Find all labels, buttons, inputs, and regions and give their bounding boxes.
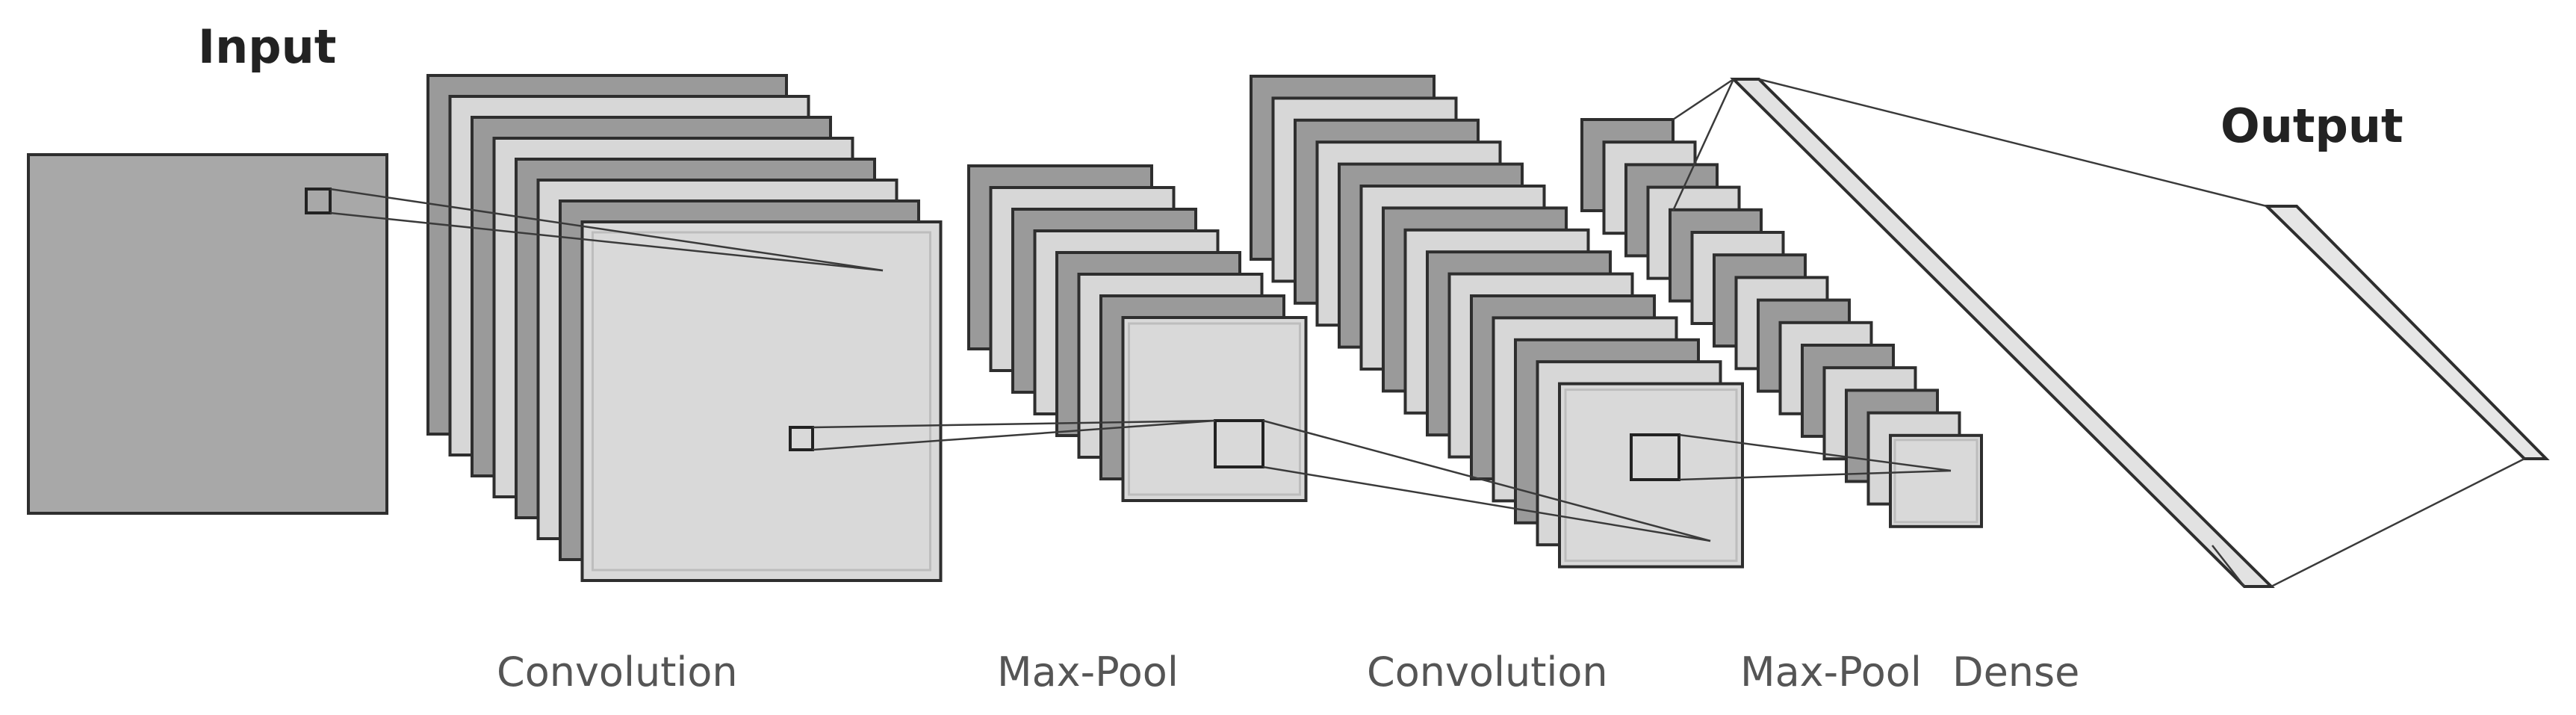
conv1-label: Convolution [497, 649, 738, 696]
pool2-label: Max-Pool [1740, 649, 1922, 696]
pool1-feature-map [1121, 316, 1308, 502]
conv2-feature-maps [1250, 75, 1744, 569]
output-slab [2263, 205, 2550, 460]
connection-line [812, 419, 1216, 429]
input-image [27, 153, 388, 515]
pool2-feature-map [1889, 433, 1983, 528]
connection-line [1758, 78, 2268, 208]
connection-lines [329, 78, 2525, 588]
conv2-inner-border [1564, 389, 1738, 563]
connection-line [1672, 78, 1735, 211]
output-layer [2263, 205, 2550, 460]
conv1-feature-maps [426, 74, 943, 582]
pool1-label: Max-Pool [997, 649, 1179, 696]
output-title: Output [2220, 99, 2403, 153]
pool1-receptive-field [1214, 419, 1264, 468]
pool1-feature-maps [967, 164, 1308, 502]
connection-line [1262, 419, 1711, 542]
dense-label: Dense [1952, 649, 2079, 696]
connection-line [329, 211, 884, 272]
connection-line [812, 419, 1216, 451]
conv1-inner-border [592, 231, 931, 572]
conv2-feature-map [1558, 382, 1744, 569]
conv2-receptive-field [1630, 433, 1680, 481]
connection-line [1678, 433, 1952, 472]
connection-line [1262, 465, 1711, 542]
input-title: Input [198, 19, 336, 74]
conv1-feature-map [580, 220, 943, 582]
connection-line [2212, 545, 2245, 587]
pool2-feature-maps [1580, 118, 1983, 528]
pool2-inner-border [1893, 439, 1978, 524]
conv1-receptive-field [789, 426, 814, 451]
input-square [27, 153, 388, 515]
connection-line [2271, 457, 2525, 588]
connection-line [329, 188, 884, 272]
connection-line [1672, 78, 1734, 121]
pool1-inner-border [1128, 322, 1301, 496]
conv2-label: Convolution [1367, 649, 1608, 696]
connection-line [1678, 469, 1952, 481]
input-receptive-field [305, 188, 332, 214]
